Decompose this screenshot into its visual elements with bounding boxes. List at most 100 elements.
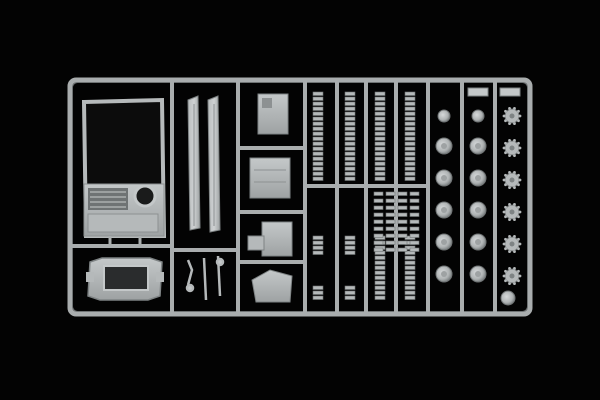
sprocket-tooth <box>504 279 507 283</box>
track-link <box>344 116 356 121</box>
loose-track-link <box>385 219 396 224</box>
loose-track-link <box>397 247 408 252</box>
track-link <box>312 126 324 131</box>
track-link <box>374 146 386 151</box>
sprocket-tooth <box>508 282 511 286</box>
loose-track-link <box>385 226 396 231</box>
track-link <box>404 260 416 265</box>
track-link <box>404 265 416 270</box>
track-link <box>312 131 324 136</box>
track-link <box>374 101 386 106</box>
track-link <box>404 96 416 101</box>
sprocket-hub <box>509 113 515 119</box>
sprocket-tooth <box>513 186 516 190</box>
sprocket-tooth <box>518 114 522 118</box>
sprocket-tooth <box>502 242 506 246</box>
idler-wheel <box>471 109 485 123</box>
track-link <box>374 96 386 101</box>
track-link <box>374 111 386 116</box>
track-link <box>312 91 324 96</box>
sprocket-tooth <box>513 170 516 174</box>
track-link <box>404 295 416 300</box>
sprocket-tooth <box>513 202 516 206</box>
sprocket-tooth <box>518 242 522 246</box>
track-link <box>404 176 416 181</box>
sprocket-tooth <box>518 274 522 278</box>
track-link <box>404 141 416 146</box>
track-link <box>374 295 386 300</box>
loose-track-link <box>385 198 396 203</box>
sprocket-tooth <box>517 141 520 145</box>
sprocket-tooth <box>513 138 516 142</box>
track-link <box>344 146 356 151</box>
sprocket-hub <box>509 209 515 215</box>
sprocket-tooth <box>518 146 522 150</box>
track-link <box>404 275 416 280</box>
track-link <box>374 126 386 131</box>
track-link <box>344 111 356 116</box>
track-link <box>344 96 356 101</box>
sprocket-tooth <box>517 279 520 283</box>
loose-track-link <box>385 247 396 252</box>
loose-track-link <box>385 205 396 210</box>
track-link <box>404 126 416 131</box>
track-link <box>312 111 324 116</box>
sprocket-tooth <box>513 106 516 110</box>
sprocket-tooth <box>508 266 511 270</box>
sprocket-tooth <box>504 215 507 219</box>
track-link <box>374 265 386 270</box>
loose-track-link <box>397 191 408 196</box>
track-link <box>344 290 356 295</box>
sprocket-tooth <box>504 119 507 123</box>
track-link <box>374 270 386 275</box>
track-link <box>404 280 416 285</box>
sprocket-tooth <box>508 122 511 126</box>
sprocket-tooth <box>513 154 516 158</box>
sprocket-tooth <box>504 247 507 251</box>
hatch-box-parts <box>247 93 293 303</box>
idler-wheel <box>437 109 451 123</box>
loose-track-link <box>409 212 420 217</box>
loose-track-link <box>373 212 384 217</box>
track-link <box>344 240 356 245</box>
sprocket-tooth <box>508 234 511 238</box>
sprocket-tooth <box>513 122 516 126</box>
sprue-frame-shadow <box>72 82 528 312</box>
track-link <box>344 121 356 126</box>
track-link <box>374 176 386 181</box>
sprocket-hub <box>509 273 515 279</box>
loose-track-link <box>409 198 420 203</box>
loose-track-link <box>397 198 408 203</box>
track-link <box>344 126 356 131</box>
track-link <box>344 131 356 136</box>
loose-track-link <box>373 191 384 196</box>
sprocket-tooth <box>504 141 507 145</box>
loose-track-link <box>373 240 384 245</box>
track-link <box>312 121 324 126</box>
loose-track-link <box>373 247 384 252</box>
track-link <box>312 161 324 166</box>
loose-track-link <box>385 191 396 196</box>
track-link <box>404 151 416 156</box>
road-wheel-hub <box>441 271 447 277</box>
loose-track-link <box>397 240 408 245</box>
sprocket-tooth <box>518 178 522 182</box>
sprocket-tooth <box>517 173 520 177</box>
sprocket-tooth <box>504 109 507 113</box>
track-link <box>344 156 356 161</box>
loose-track-link <box>397 205 408 210</box>
hull-deck-part <box>81 97 167 246</box>
sprocket-tooth <box>508 218 511 222</box>
track-link <box>404 116 416 121</box>
track-link <box>312 166 324 171</box>
track-link <box>312 146 324 151</box>
sprocket-tooth <box>517 119 520 123</box>
track-link <box>312 290 324 295</box>
track-link <box>374 161 386 166</box>
sprocket-tooth <box>513 266 516 270</box>
sprue-runners <box>68 78 497 316</box>
track-link <box>404 285 416 290</box>
track-link <box>374 131 386 136</box>
